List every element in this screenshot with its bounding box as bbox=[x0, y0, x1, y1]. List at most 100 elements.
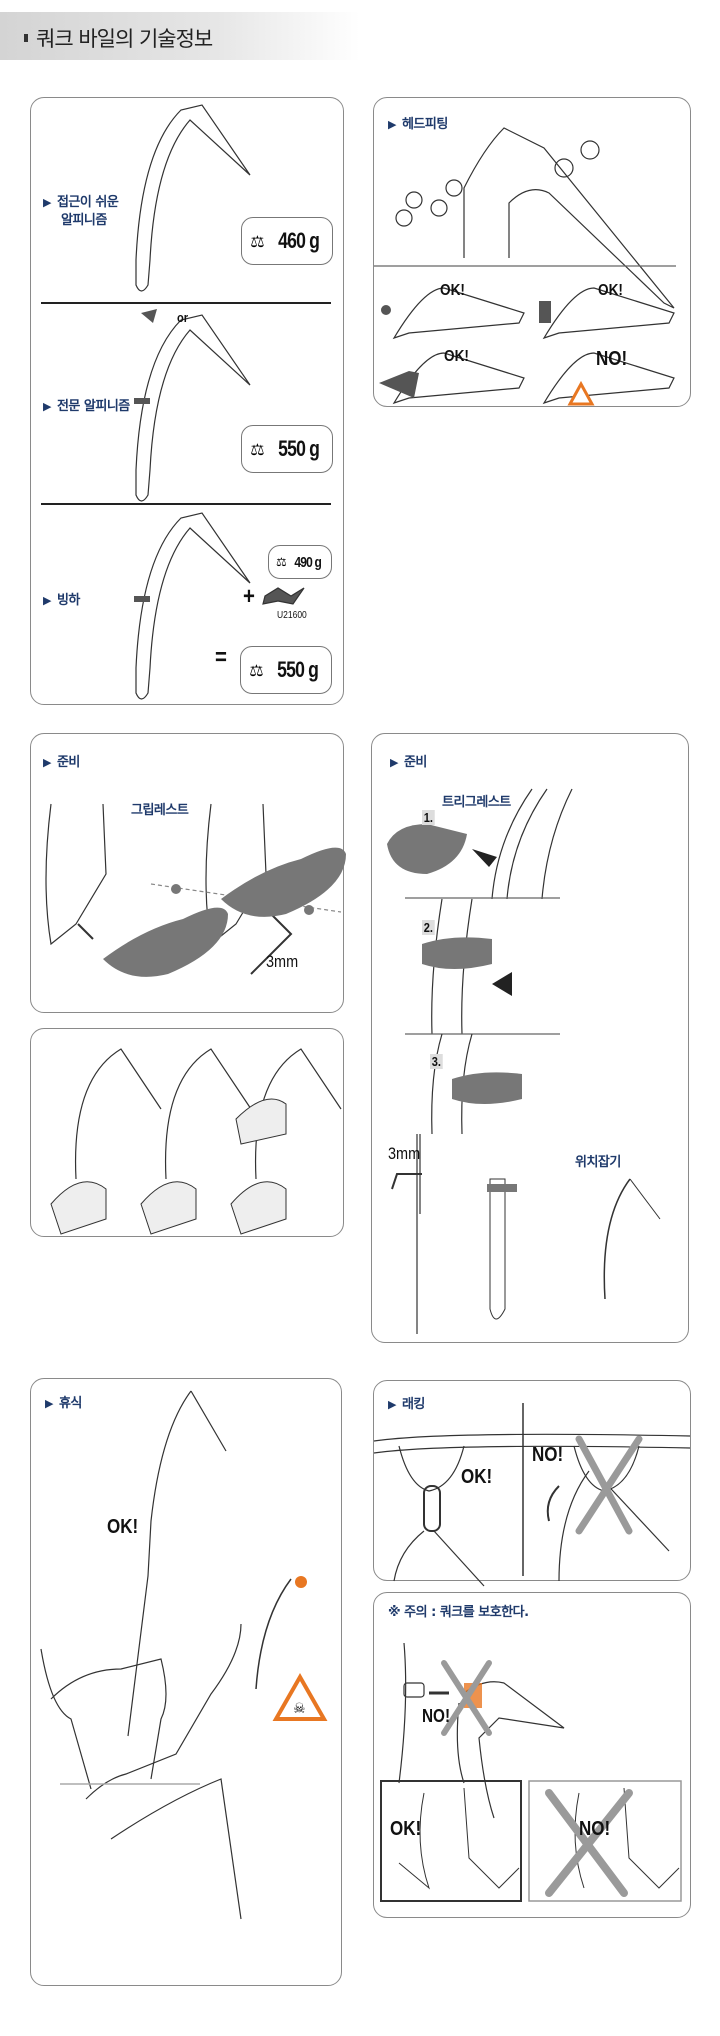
arrow-icon bbox=[472, 849, 497, 867]
hand-grip-illustrations bbox=[50, 1048, 342, 1235]
weight-icon: ⚖ bbox=[275, 555, 287, 569]
head-fitting-panel: ▶헤드피팅 OK! OK! OK! NO! bbox=[373, 97, 691, 407]
label-text: 래킹 bbox=[401, 1397, 425, 1412]
section-label-easy-2: 알피니즘 bbox=[61, 213, 107, 228]
weight-icon: ⚖ bbox=[250, 439, 265, 459]
trigger-rest-illustration bbox=[387, 788, 661, 1334]
or-text: or bbox=[177, 310, 189, 325]
title-bullet-icon bbox=[24, 34, 28, 42]
page-title: 쿼크 바일의 기술정보 bbox=[36, 27, 213, 51]
head-highlight bbox=[295, 1576, 307, 1588]
cross-mark-icon bbox=[545, 1789, 633, 1897]
triangle-bullet-icon: ▶ bbox=[43, 400, 51, 413]
section-label-easy: ▶접근이 쉬운 bbox=[43, 191, 119, 210]
racking-illustration bbox=[373, 1403, 691, 1587]
ice-axe-drawing bbox=[255, 1578, 292, 1690]
trigger-rest-title: 트리그레스트 bbox=[442, 795, 511, 810]
caution-title: ※ 주의 : 쿼크를 보호한다. bbox=[388, 1605, 529, 1620]
tool-size: 3mm bbox=[266, 952, 299, 971]
divider bbox=[41, 503, 331, 505]
divider bbox=[41, 302, 331, 304]
trigger-rest-panel: ▶준비 트리그레스트 1. 2. 3. 3 bbox=[371, 733, 689, 1343]
rest-illustration: ☠ bbox=[40, 1390, 328, 1920]
triangle-bullet-icon: ▶ bbox=[388, 1398, 396, 1411]
glove-hand bbox=[140, 1181, 197, 1235]
label-text: 휴식 bbox=[58, 1396, 82, 1411]
positioning-title: 위치잡기 bbox=[575, 1155, 621, 1170]
trigger-rest bbox=[134, 596, 150, 602]
caution-illustration bbox=[380, 1642, 682, 1902]
grip-rest-title: 그립레스트 bbox=[131, 803, 189, 818]
ok-mark: OK! bbox=[390, 1818, 422, 1840]
no-example-box bbox=[528, 1780, 682, 1902]
plus-sign: + bbox=[243, 583, 255, 610]
weight-value: 550 g bbox=[277, 436, 320, 461]
ice-axe-drawing bbox=[603, 1178, 631, 1300]
grip-rest-part bbox=[221, 847, 346, 917]
glove-hand bbox=[230, 1181, 287, 1235]
arrow-icon bbox=[492, 972, 512, 996]
grip-rest-part bbox=[103, 907, 228, 977]
section-label-racking: ▶ 래킹 bbox=[388, 1393, 425, 1412]
section-label-rest: ▶ 휴식 bbox=[45, 1392, 82, 1411]
label-text: 헤드피팅 bbox=[401, 117, 448, 132]
weight-badge: ⚖ 550 g bbox=[241, 425, 333, 473]
step-number: 2. bbox=[422, 920, 435, 935]
weight-icon: ⚖ bbox=[249, 660, 264, 680]
triangle-bullet-icon: ▶ bbox=[390, 756, 398, 769]
section-label-pro: ▶ 전문 알피니즘 bbox=[43, 395, 130, 414]
grip-rest-panel: ▶ 준비 그립레스트 3mm bbox=[30, 733, 346, 1013]
ok-example-box bbox=[380, 1780, 522, 1902]
ok-mark: OK! bbox=[107, 1516, 139, 1538]
no-mark: NO! bbox=[422, 1706, 451, 1726]
no-mark: NO! bbox=[579, 1818, 611, 1840]
title-bar: 쿼크 바일의 기술정보 bbox=[0, 12, 360, 60]
ice-axe-drawing bbox=[135, 314, 251, 502]
nut-icon bbox=[304, 905, 314, 915]
hammer-part-icon bbox=[141, 309, 157, 323]
label-text: 전문 알피니즘 bbox=[56, 399, 130, 414]
skull-icon: ☠ bbox=[293, 1701, 306, 1717]
racking-panel: ▶ 래킹 OK! NO! bbox=[373, 1380, 691, 1587]
ok-mark: OK! bbox=[440, 282, 465, 299]
weight-badge: ⚖ 460 g bbox=[241, 217, 333, 265]
weight-value: 460 g bbox=[277, 228, 320, 253]
trigger-rest-part bbox=[422, 937, 492, 969]
weight-value: 490 g bbox=[294, 553, 321, 571]
ice-axe-illustrations bbox=[134, 104, 305, 700]
head-fitting-illustration bbox=[374, 127, 676, 406]
section-label-glacier: ▶빙하 bbox=[43, 589, 80, 608]
caution-panel: ※ 주의 : 쿼크를 보호한다. NO! OK! bbox=[373, 1592, 691, 1918]
step-number: 1. bbox=[422, 810, 435, 825]
part-code: U21600 bbox=[277, 610, 307, 621]
triangle-bullet-icon: ▶ bbox=[43, 756, 51, 769]
ice-axe-and-leash bbox=[127, 1390, 192, 1737]
triangle-bullet-icon: ▶ bbox=[43, 196, 51, 209]
warning-triangle-icon bbox=[567, 380, 595, 406]
washer-icon bbox=[381, 305, 391, 315]
section-label-prep: ▶ 준비 bbox=[390, 751, 427, 770]
equals-sign: = bbox=[215, 644, 227, 671]
uses-panel: ▶접근이 쉬운 알피니즘 ⚖ 460 g or ▶ 전문 알피니즘 ⚖ 550 g ⚖… bbox=[30, 97, 344, 705]
ice-axe-pick bbox=[629, 1178, 661, 1220]
no-mark: NO! bbox=[532, 1444, 564, 1466]
triangle-bullet-icon: ▶ bbox=[43, 594, 51, 607]
trigger-rest-part bbox=[387, 824, 467, 874]
weight-icon: ⚖ bbox=[250, 231, 265, 251]
label-text: 준비 bbox=[403, 755, 427, 770]
ok-mark: OK! bbox=[461, 1466, 493, 1488]
section-label-head: ▶ 헤드피팅 bbox=[388, 113, 448, 132]
label-text: 준비 bbox=[56, 755, 80, 770]
trigger-rest-part bbox=[452, 1072, 522, 1104]
grip-rest-illustration bbox=[45, 803, 346, 977]
rest-panel: ▶ 휴식 OK! ☠ bbox=[30, 1378, 342, 1986]
trigger-rest-part bbox=[487, 1184, 517, 1192]
triangle-bullet-icon: ▶ bbox=[45, 1397, 53, 1410]
glove-hand bbox=[235, 1098, 287, 1145]
triangle-bullet-icon: ▶ bbox=[388, 118, 396, 131]
trigger-rest bbox=[134, 398, 150, 404]
weight-value: 550 g bbox=[276, 657, 319, 682]
danger-warning-icon bbox=[272, 1672, 328, 1721]
ice-axe-shaft bbox=[489, 1178, 506, 1320]
